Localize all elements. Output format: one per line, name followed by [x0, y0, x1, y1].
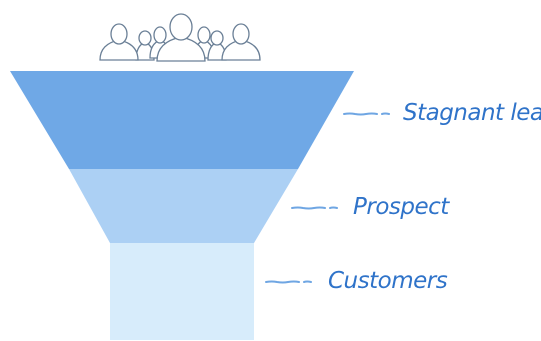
connector-line [265, 280, 312, 284]
person-icon [99, 23, 139, 61]
person-icon [135, 30, 155, 61]
person-icon [207, 30, 227, 61]
stage-label-prospect: Prospect [353, 194, 450, 220]
funnel-stage-3 [110, 243, 254, 340]
connector-line [343, 112, 390, 116]
funnel-stage-1 [10, 71, 354, 169]
funnel-stage-2 [69, 169, 298, 243]
stage-label-customers: Customers [328, 268, 448, 294]
person-icon [156, 13, 206, 62]
person-icon [221, 23, 261, 61]
stage-label-stagnant-leads: Stagnant leads [403, 100, 541, 126]
connector-line [291, 206, 338, 210]
crowd-of-people-icon [99, 13, 261, 62]
